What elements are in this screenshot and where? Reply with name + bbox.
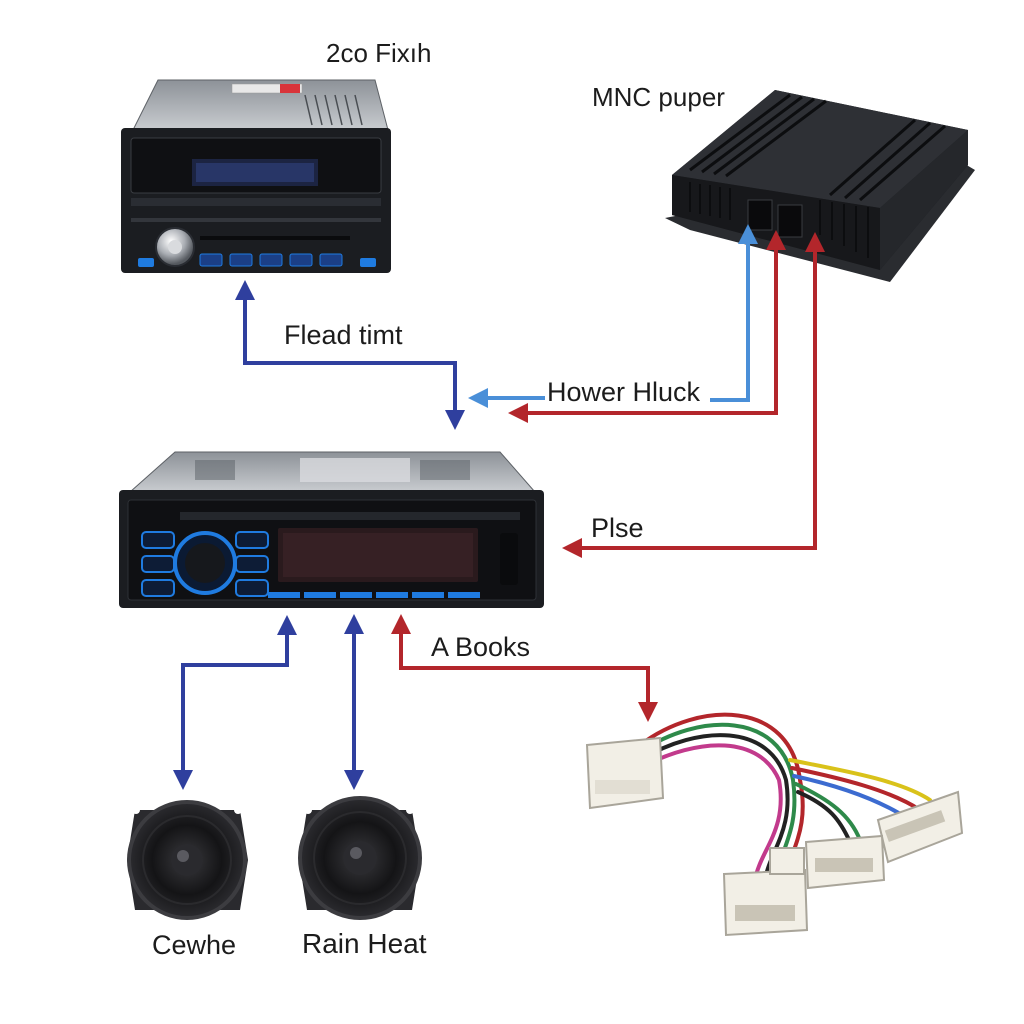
single-din-radio-icon: [119, 451, 544, 608]
wiring-harness-icon: [585, 712, 964, 937]
power-label: Hower Hluck: [547, 377, 701, 407]
wire-amp-blue: [710, 224, 758, 402]
amplifier-label: MNC puper: [592, 82, 725, 112]
speaker-icon: [298, 796, 422, 920]
speaker-icon: [127, 800, 248, 920]
head-unit-label: Flead timt: [284, 320, 403, 350]
top-unit-label: 2co Fixıh: [326, 38, 432, 68]
connector-wires: [173, 224, 825, 790]
speaker-left-label: Cewhe: [152, 930, 237, 960]
speaker-right-label: Rain Heat: [302, 928, 427, 959]
pulse-label: Plse: [591, 513, 644, 543]
harness-label: A Books: [431, 632, 531, 662]
amplifier-icon: [665, 90, 975, 282]
wire-head-to-top-unit: [235, 280, 457, 418]
wire-left-speaker: [173, 615, 297, 790]
double-din-radio-icon: [121, 79, 391, 273]
wire-amp-red-2: [562, 232, 825, 558]
wire-harness: [391, 614, 658, 722]
